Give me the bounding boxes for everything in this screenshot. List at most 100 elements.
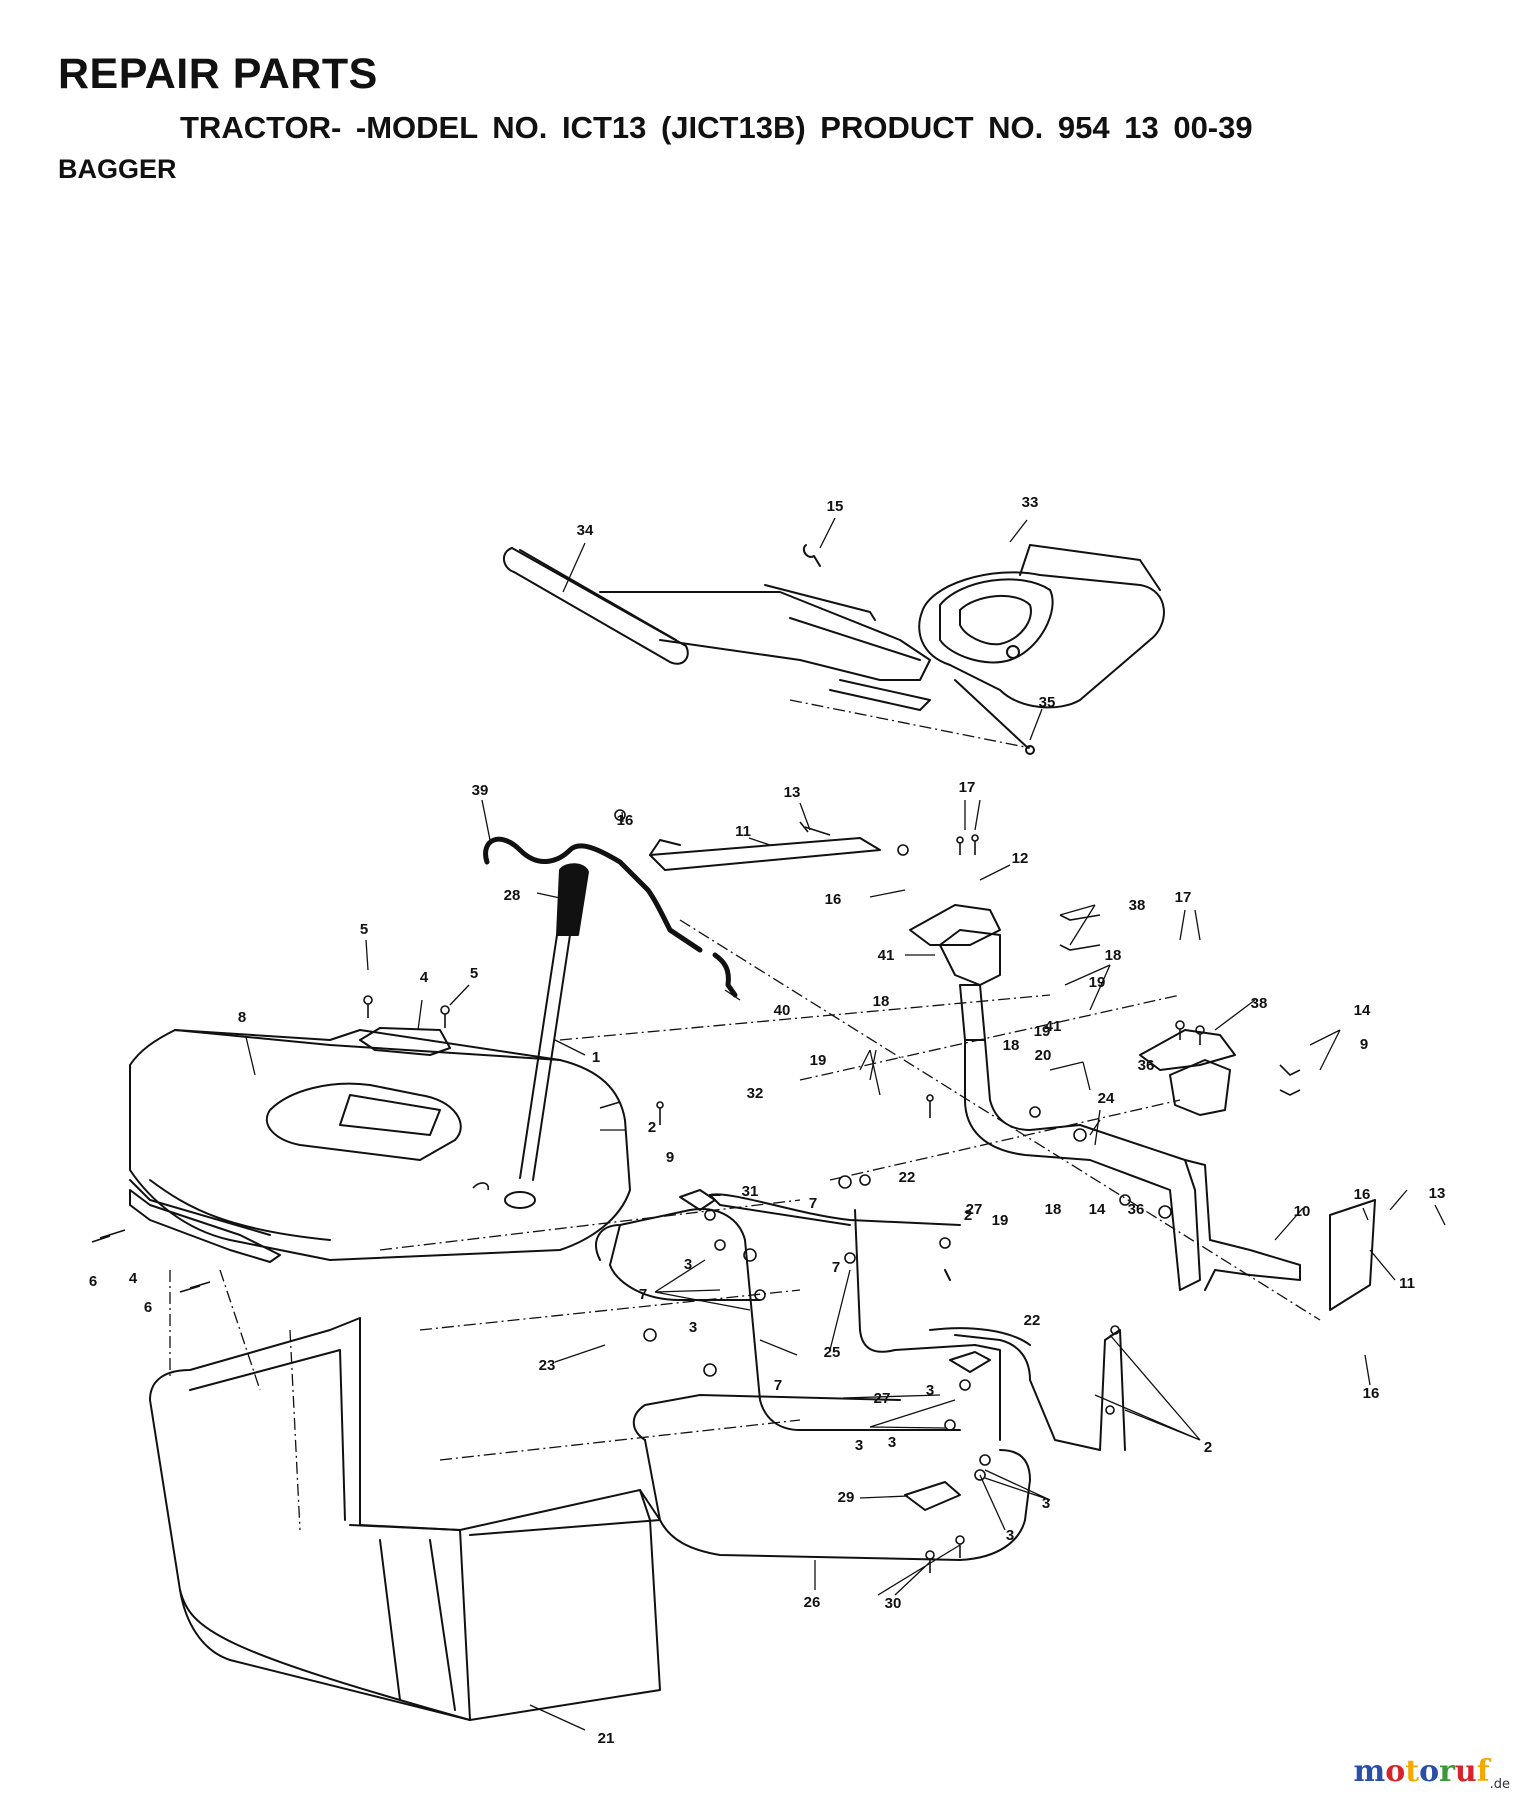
callout: 19 <box>992 1212 1009 1229</box>
callout: 6 <box>89 1273 97 1290</box>
callout: 16 <box>1363 1385 1380 1402</box>
callout: 3 <box>855 1437 863 1454</box>
bag-housing <box>149 1317 661 1721</box>
callout: 36 <box>1138 1057 1155 1074</box>
callout: 7 <box>832 1259 840 1276</box>
callout: 34 <box>577 522 594 539</box>
callout: 4 <box>129 1270 138 1287</box>
callout: 18 <box>1045 1201 1062 1218</box>
callout-labels: 34 15 33 35 39 13 16 11 17 12 28 16 38 1… <box>89 494 1446 1747</box>
callout: 23 <box>539 1357 556 1374</box>
callout: 40 <box>774 1002 791 1019</box>
callout: 39 <box>472 782 489 799</box>
watermark-logo: motoruf.de <box>1353 1754 1510 1792</box>
wm-letter: t <box>1405 1754 1420 1789</box>
wm-letter: o <box>1419 1754 1440 1789</box>
callout: 11 <box>1399 1275 1415 1292</box>
callout: 3 <box>689 1319 697 1336</box>
callout: 22 <box>899 1169 916 1186</box>
callout: 41 <box>1045 1018 1062 1035</box>
bracket-11 <box>649 837 881 871</box>
callout: 11 <box>735 823 751 840</box>
callout: 19 <box>1089 974 1106 991</box>
callout: 15 <box>827 498 844 515</box>
wm-letter: r <box>1439 1754 1455 1789</box>
chute-assembly <box>503 544 1165 755</box>
callout: 2 <box>648 1119 656 1136</box>
callout: 5 <box>360 921 368 938</box>
hitch-plate-12 <box>909 904 1001 946</box>
callout: 14 <box>1354 1002 1371 1019</box>
callout: 9 <box>1360 1036 1368 1053</box>
wm-letter: o <box>1385 1754 1406 1789</box>
callout: 18 <box>1105 947 1122 964</box>
callout: 27 <box>874 1390 891 1407</box>
callout: 9 <box>666 1149 674 1166</box>
wire-39 <box>483 836 703 953</box>
callout: 12 <box>1012 850 1029 867</box>
callout: 38 <box>1129 897 1146 914</box>
page-title: REPAIR PARTS <box>58 50 378 98</box>
alignment-lines <box>169 699 1321 1531</box>
callout: 3 <box>684 1256 692 1273</box>
callout: 13 <box>784 784 801 801</box>
callout: 3 <box>888 1434 896 1451</box>
callout: 10 <box>1294 1203 1311 1220</box>
callout: 22 <box>1024 1312 1041 1329</box>
wm-letter: f <box>1476 1754 1490 1789</box>
callout: 38 <box>1251 995 1268 1012</box>
callout: 6 <box>144 1299 152 1316</box>
callout: 19 <box>810 1052 827 1069</box>
callout: 25 <box>824 1344 841 1361</box>
model-line: TRACTOR- -MODEL NO. ICT13 (JICT13B) PROD… <box>180 110 1253 145</box>
lift-rod <box>519 934 571 1181</box>
plate-22b <box>949 1351 991 1373</box>
hitch-bracket-41b <box>1169 1059 1231 1116</box>
frame-26 <box>632 1394 901 1441</box>
callout: 5 <box>470 965 478 982</box>
callout: 14 <box>1089 1201 1106 1218</box>
callout: 36 <box>1128 1201 1145 1218</box>
hitch-plate-20 <box>1139 1029 1236 1071</box>
callout: 31 <box>742 1183 759 1200</box>
callout: 35 <box>1039 694 1056 711</box>
callout: 33 <box>1022 494 1039 511</box>
bracket-11-right <box>1329 1199 1376 1311</box>
callout: 4 <box>420 969 429 986</box>
bagger-lid <box>129 1029 631 1261</box>
callout: 8 <box>238 1009 246 1026</box>
callout: 3 <box>1006 1527 1014 1544</box>
callout: 21 <box>598 1730 615 1747</box>
wm-letter: m <box>1353 1754 1386 1789</box>
callout: 17 <box>959 779 976 796</box>
callout: 18 <box>873 993 890 1010</box>
callout: 13 <box>1429 1185 1446 1202</box>
callout: 16 <box>617 812 634 829</box>
callout: 28 <box>504 887 521 904</box>
hitch-frame-10 <box>964 1039 1201 1291</box>
callout: 27 <box>966 1201 983 1218</box>
lid-latch <box>129 1189 281 1263</box>
callout: 17 <box>1175 889 1192 906</box>
wm-suffix: .de <box>1489 1777 1510 1792</box>
callout: 3 <box>926 1382 934 1399</box>
callout: 29 <box>838 1489 855 1506</box>
plate-29 <box>904 1481 961 1511</box>
callout: 2 <box>1204 1439 1212 1456</box>
callout: 2 <box>964 1207 972 1224</box>
callout: 24 <box>1098 1090 1115 1107</box>
plate-22 <box>679 1189 716 1211</box>
callout: 7 <box>639 1286 647 1303</box>
leader-lines <box>245 517 1341 1146</box>
callout: 7 <box>774 1377 782 1394</box>
frame-23 <box>595 1208 961 1431</box>
callout: 41 <box>878 947 895 964</box>
callout: 19 <box>1034 1023 1051 1040</box>
rod-grip <box>556 863 589 936</box>
hardware <box>91 809 1301 1573</box>
lid-handle <box>359 1027 451 1056</box>
callout: 16 <box>1354 1186 1371 1203</box>
callout: 32 <box>747 1085 764 1102</box>
callout: 1 <box>592 1049 600 1066</box>
